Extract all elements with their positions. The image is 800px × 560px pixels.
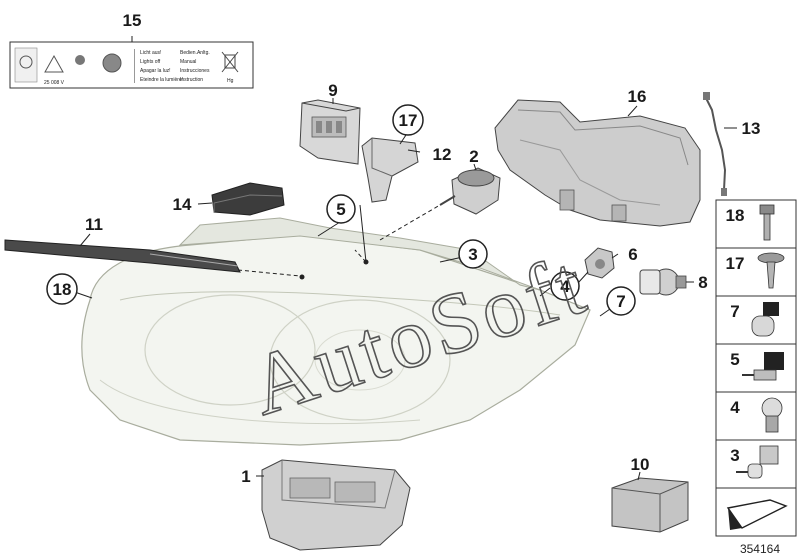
sticker-line: Instrucciones [180,68,210,74]
sticker-text-col2: Bedien.Anltg. Manual Instrucciones Instr… [180,50,210,83]
sticker-line: Eteindre la lumière! [140,77,183,83]
label-part-8: 8 [698,273,707,292]
label-part-16: 16 [628,87,647,106]
label-part-18: 18 [53,280,72,299]
label-part-1: 1 [241,467,250,486]
sticker-code: 25 008 V [44,80,65,86]
bulb-socket-icon [751,302,779,337]
label-part-10: 10 [631,455,650,474]
label-part-15: 15 [123,11,142,30]
part-9-control-unit [299,99,361,165]
recycle-bin-icon [221,51,239,73]
diagram-number: 354164 [740,542,780,556]
leader-dot [363,259,369,265]
part-16-cover [494,99,701,227]
label-part-14: 14 [173,195,192,214]
part-2-adjuster-motor [439,167,501,215]
label-part-6: 6 [628,245,637,264]
arrow-icon [726,499,788,530]
sticker-line: Manual [180,59,196,65]
label-part-5: 5 [336,200,345,219]
sidebar-num-3: 3 [730,446,739,465]
sticker-line: Licht aus! [140,50,161,56]
small-parts-sidebar: 18 17 7 5 4 3 [715,199,797,537]
label-part-7: 7 [616,292,625,311]
part-14-module [211,182,285,216]
sidebar-num-4: 4 [730,398,740,417]
circled-labels: 17 5 3 18 4 7 [46,104,636,316]
part-1-lower-cover [261,459,411,551]
bolt-icon [759,204,775,241]
leader-dot [299,274,305,280]
label-part-3: 3 [468,245,477,264]
sticker-line: Instruction [180,77,203,83]
screw-icon [757,252,785,289]
label-part-11: 11 [85,215,103,234]
sidebar-num-17: 17 [726,254,745,273]
part-10-kit-box [611,477,689,533]
sidebar-num-7: 7 [730,302,739,321]
part-6-socket [584,247,615,279]
small-bulb-icon [736,445,779,479]
dashed-leaders [237,204,441,277]
part-15-warning-label: Licht aus! Lights off Apagar la luz! Ete… [9,41,254,89]
sidebar-num-18: 18 [726,206,745,225]
bulb-icon [761,397,783,433]
sticker-text-col1: Licht aus! Lights off Apagar la luz! Ete… [140,50,183,83]
label-part-17: 17 [399,111,418,130]
part-labels: 15 9 12 2 16 13 14 11 6 8 1 10 [85,11,760,486]
label-part-13: 13 [742,119,761,138]
part-13-cable [703,92,727,196]
part-11-strip [4,239,241,273]
sidebar-num-5: 5 [730,350,739,369]
bulb-holder-icon [742,352,784,381]
headlamp-assembly [81,217,591,446]
part-8-bulb-holder [639,268,687,296]
label-part-2: 2 [469,147,478,166]
label-part-12: 12 [433,145,452,164]
sticker-line: Bedien.Anltg. [180,50,210,56]
label-part-4: 4 [560,277,570,296]
label-part-9: 9 [328,81,337,100]
sticker-hg: Hg [227,78,234,84]
sticker-line: Apagar la luz! [140,68,171,74]
sticker-line: Lights off [140,59,161,65]
part-12-bracket [361,137,419,203]
